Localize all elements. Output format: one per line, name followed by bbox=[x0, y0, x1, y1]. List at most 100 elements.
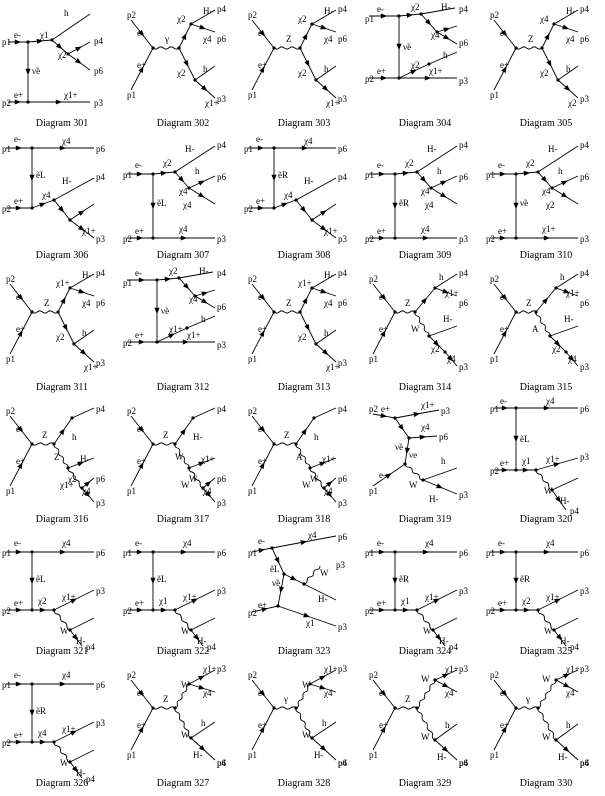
label-med: ẽL bbox=[36, 574, 46, 584]
arrow-mark bbox=[319, 210, 327, 216]
arrow-mark bbox=[541, 297, 549, 305]
label-c2: χ4 bbox=[567, 354, 577, 364]
arrow-mark bbox=[17, 425, 23, 433]
label-x1: νe bbox=[409, 450, 417, 460]
label-p2: p2 bbox=[2, 98, 11, 108]
arrow-mark bbox=[17, 293, 23, 301]
arrow-mark bbox=[501, 405, 509, 411]
vertex-dot bbox=[554, 286, 558, 290]
label-med: ν̃e bbox=[32, 66, 40, 76]
label-p2: p2 bbox=[127, 670, 136, 680]
label-pt3: p4 bbox=[570, 506, 580, 516]
diagram-caption: Diagram 315 bbox=[520, 382, 573, 393]
label-c2: χ4 bbox=[283, 190, 293, 200]
scalar-line bbox=[69, 273, 95, 289]
label-p2: p2 bbox=[490, 10, 499, 20]
label-pt3: p3 bbox=[96, 358, 106, 368]
vertex-dot bbox=[534, 310, 538, 314]
vertex-dot bbox=[272, 310, 276, 314]
vertex-dot bbox=[193, 78, 197, 82]
arrow-mark bbox=[380, 293, 386, 301]
scalar-line bbox=[303, 583, 337, 601]
arrow-mark bbox=[177, 175, 185, 183]
arrow-mark bbox=[555, 495, 561, 503]
scalar-line bbox=[555, 723, 579, 741]
label-vup: e+ bbox=[137, 456, 146, 466]
arrow-mark bbox=[154, 307, 160, 315]
arrow-mark bbox=[422, 549, 430, 555]
vertex-dot bbox=[151, 608, 155, 612]
label-vup: e- bbox=[135, 160, 142, 170]
label-c1: H- bbox=[82, 270, 92, 280]
arrow-mark bbox=[77, 461, 84, 467]
arrow-mark bbox=[136, 171, 144, 177]
label-c2: χ4 bbox=[81, 486, 91, 496]
arrow-mark bbox=[62, 323, 68, 331]
label-pt1: p4 bbox=[96, 268, 106, 278]
arrow-mark bbox=[274, 557, 280, 564]
label-h: H- bbox=[439, 636, 449, 646]
boson-line bbox=[537, 679, 557, 709]
label-f1: χ1+ bbox=[59, 480, 74, 490]
label-med: ẽL bbox=[157, 198, 167, 208]
arrow-mark bbox=[180, 428, 186, 436]
label-c2: χ4 bbox=[188, 294, 198, 304]
label-pt1: p6 bbox=[580, 548, 590, 558]
scalar-line bbox=[555, 273, 579, 289]
label-c1: H- bbox=[548, 144, 558, 154]
label-p1: p1 bbox=[6, 486, 15, 496]
label-pt3: p3 bbox=[459, 76, 469, 86]
label-c2: χ4 bbox=[565, 34, 575, 44]
arrow-mark bbox=[404, 447, 411, 455]
arrow-mark bbox=[204, 480, 212, 488]
scalar-line bbox=[73, 329, 95, 345]
label-f1: W bbox=[544, 486, 553, 496]
scalar-line bbox=[434, 723, 458, 741]
label-vlow: e+ bbox=[135, 330, 144, 340]
arrow-mark bbox=[380, 13, 388, 19]
arrow-mark bbox=[325, 480, 333, 488]
label-c1: χ1+ bbox=[200, 454, 215, 464]
label-vup: e+ bbox=[500, 60, 509, 70]
label-h: h bbox=[201, 718, 206, 728]
diagram-caption: Diagram 312 bbox=[157, 382, 210, 393]
label-pt3: p3 bbox=[459, 490, 469, 500]
scalar-line bbox=[313, 407, 337, 419]
label-pt2: p6 bbox=[459, 172, 469, 182]
label-pt1: p4 bbox=[338, 404, 348, 414]
label-p1: p1 bbox=[2, 548, 11, 558]
label-h: h bbox=[324, 64, 329, 74]
label-p2: p2 bbox=[123, 234, 132, 244]
arrow-mark bbox=[83, 480, 91, 488]
boson-line bbox=[152, 706, 176, 710]
label-pt1: p6 bbox=[217, 548, 227, 558]
label-p2: p2 bbox=[486, 234, 495, 244]
label-vup: e+ bbox=[258, 324, 267, 334]
label-p1: p1 bbox=[248, 750, 257, 760]
label-pt1: p4 bbox=[217, 268, 227, 278]
vertex-dot bbox=[52, 608, 56, 612]
boson-line bbox=[303, 565, 321, 585]
label-p2: p2 bbox=[490, 274, 499, 284]
diagram-caption: Diagram 308 bbox=[278, 250, 331, 261]
label-f1: χ1+ bbox=[428, 66, 443, 76]
label-f1: χ1+ bbox=[325, 98, 340, 108]
label-p2: p2 bbox=[6, 274, 15, 284]
vertex-dot bbox=[189, 736, 193, 740]
vertex-dot bbox=[155, 278, 159, 282]
label-p1: p1 bbox=[365, 170, 374, 180]
arrow-mark bbox=[419, 175, 427, 183]
vertex-dot bbox=[548, 334, 552, 338]
label-c2: χ4 bbox=[323, 486, 333, 496]
vertex-dot bbox=[66, 52, 70, 56]
scalar-line bbox=[295, 177, 337, 201]
arrow-mark bbox=[562, 24, 570, 30]
label-h: h bbox=[314, 432, 319, 442]
label-c1: χ4 bbox=[61, 136, 71, 146]
label-x1: χ2 bbox=[168, 266, 178, 276]
label-p1: p1 bbox=[248, 90, 257, 100]
